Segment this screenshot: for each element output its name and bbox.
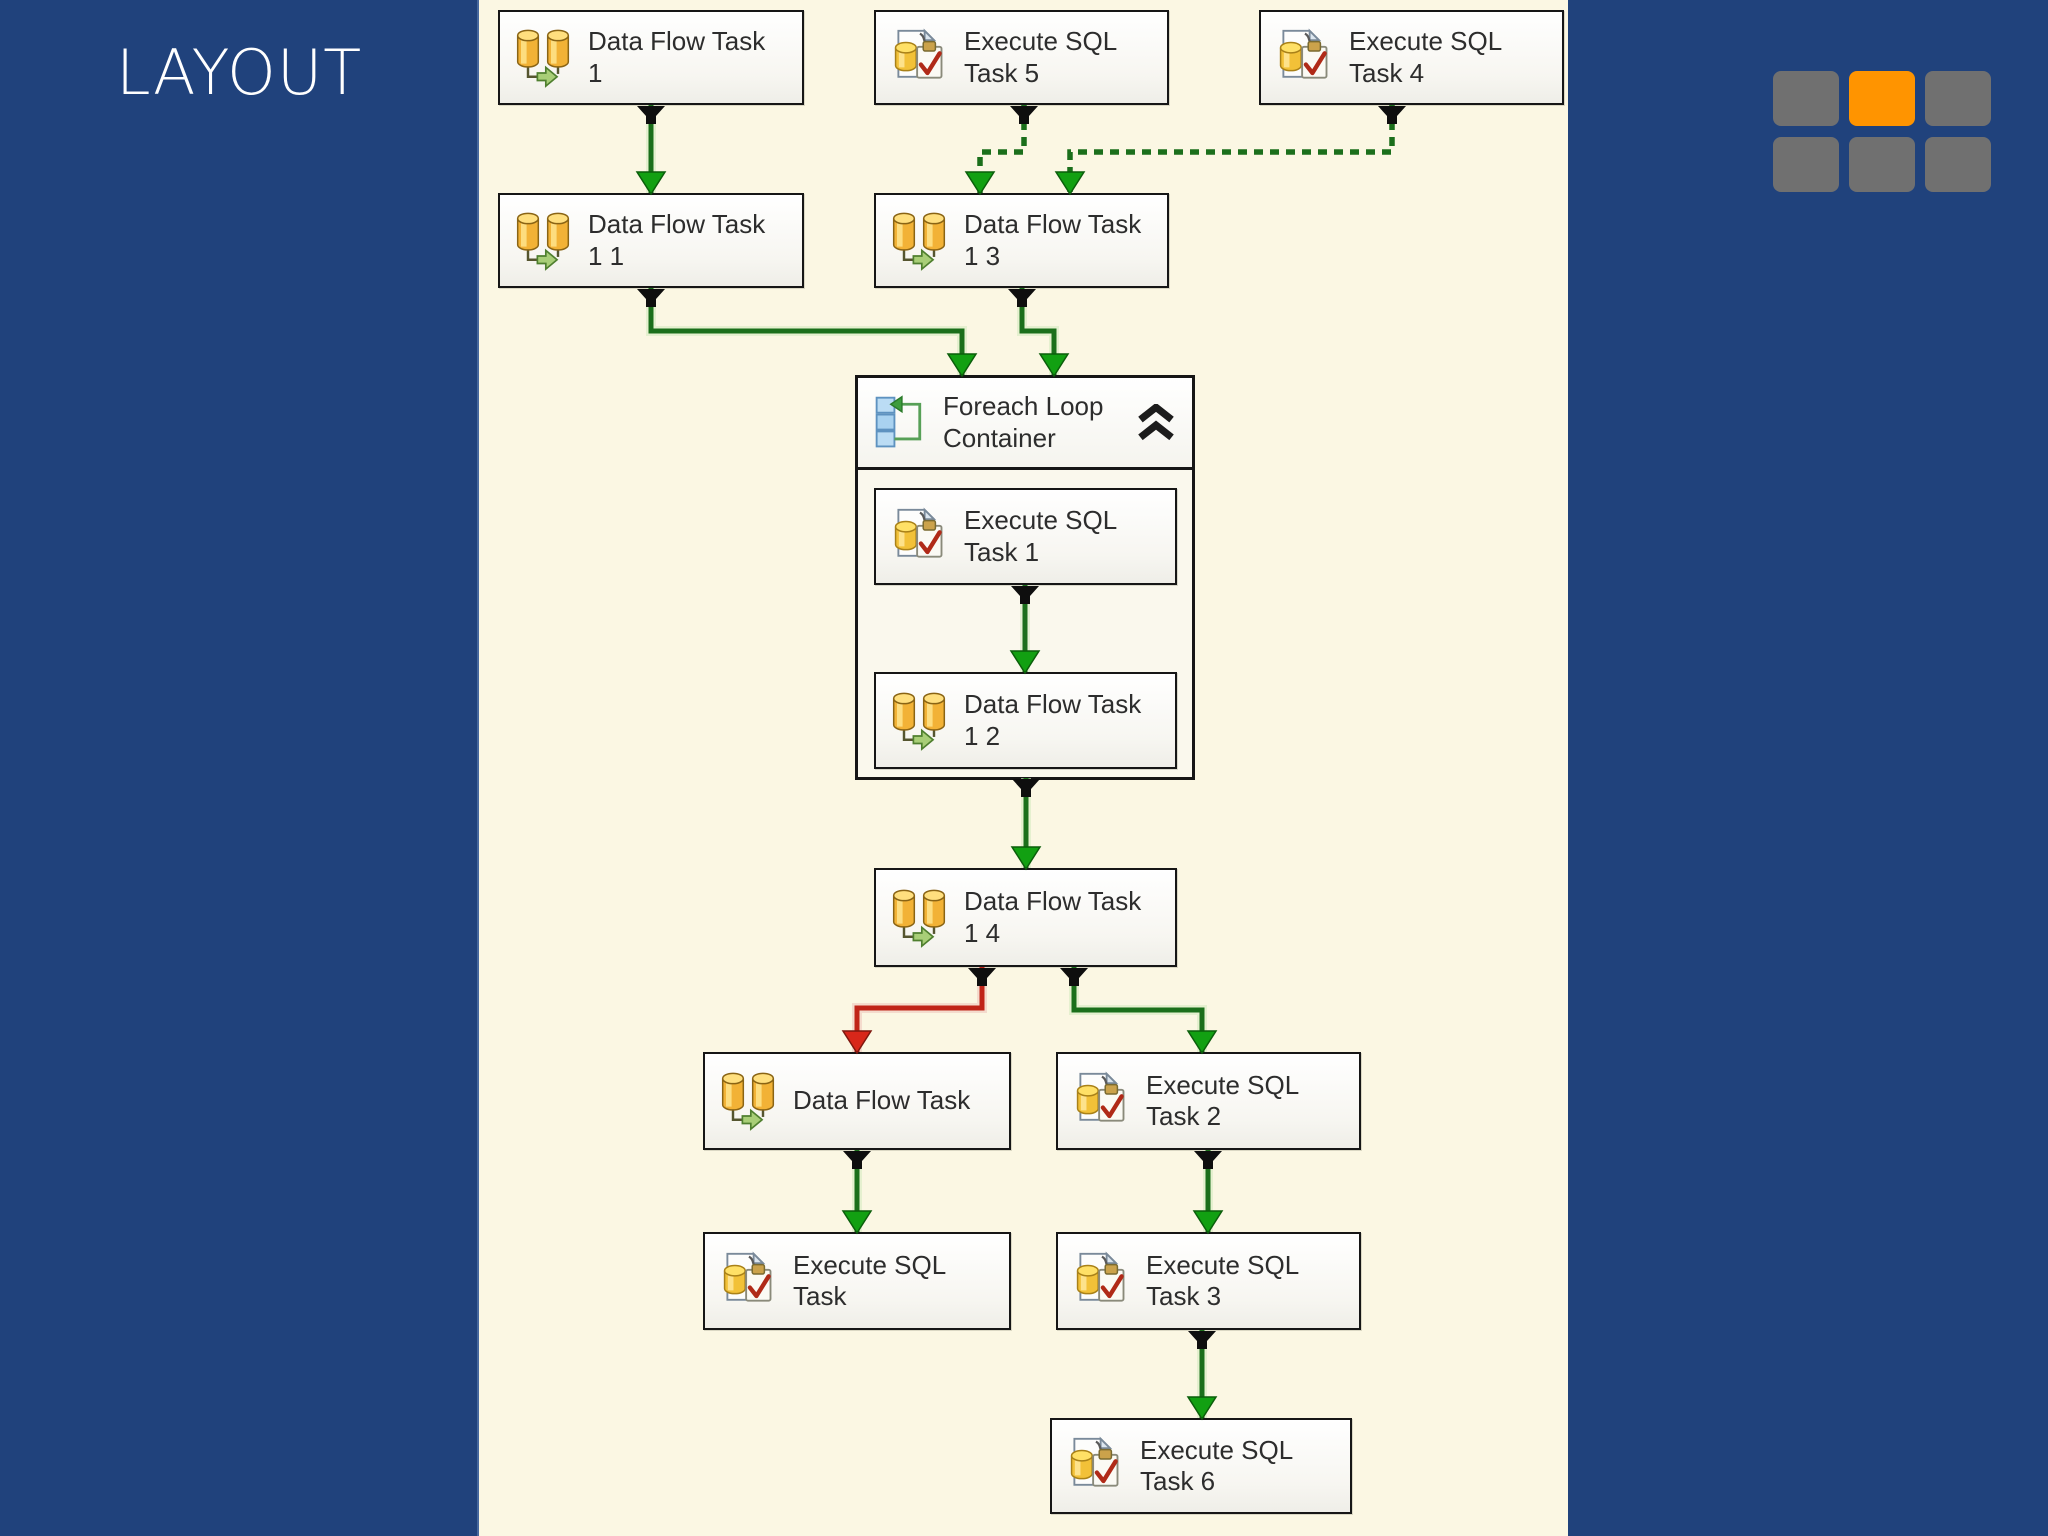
edge-data-flow-task-1-1-to-foreach-loop-container	[637, 288, 978, 378]
edge-foreach-loop-container-to-data-flow-task-1-4	[1010, 778, 1042, 871]
foreach-loop-icon	[871, 392, 931, 454]
page-title: LAYOUT	[116, 36, 363, 109]
data-flow-task-icon	[513, 210, 573, 272]
data-flow-task-icon	[889, 887, 949, 949]
execute-sql-task-icon	[889, 506, 949, 568]
nav-tile-3	[1925, 71, 1991, 126]
edge-execute-sql-task-3-to-execute-sql-task-6	[1186, 1330, 1218, 1421]
edge-execute-sql-task-5-to-data-flow-task-1-3	[964, 105, 1038, 196]
edge-data-flow-task-1-3-to-foreach-loop-container	[1008, 288, 1070, 378]
data-flow-task-icon	[513, 27, 573, 89]
execute-sql-task-icon	[889, 27, 949, 89]
nav-tile-5	[1849, 137, 1915, 192]
edge-data-flow-task-1-4-to-data-flow-task	[841, 967, 996, 1055]
execute-sql-task-icon	[718, 1250, 778, 1312]
nav-tile-6	[1925, 137, 1991, 192]
data-flow-task-icon	[889, 690, 949, 752]
edge-execute-sql-task-4-to-data-flow-task-1-3	[1054, 105, 1406, 196]
nav-tile-1	[1773, 71, 1839, 126]
edge-data-flow-task-to-execute-sql-task	[841, 1150, 873, 1235]
edge-execute-sql-task-2-to-execute-sql-task-3	[1192, 1150, 1224, 1235]
nav-tile-4	[1773, 137, 1839, 192]
chevron-up-double-icon[interactable]	[1136, 403, 1176, 442]
nav-tile-2-active	[1849, 71, 1915, 126]
execute-sql-task-icon	[1274, 27, 1334, 89]
edge-data-flow-task-1-4-to-execute-sql-task-2	[1060, 967, 1218, 1055]
data-flow-task-icon	[718, 1070, 778, 1132]
execute-sql-task-icon	[1071, 1250, 1131, 1312]
execute-sql-task-icon	[1065, 1435, 1125, 1497]
execute-sql-task-icon	[1071, 1070, 1131, 1132]
slide-nav-grid	[1773, 71, 1991, 192]
task-label: Data Flow Task	[793, 1085, 971, 1116]
edge-data-flow-task-1-to-data-flow-task-1-1	[635, 105, 667, 196]
data-flow-task[interactable]: Data Flow Task	[703, 1052, 1011, 1150]
data-flow-task-icon	[889, 210, 949, 272]
